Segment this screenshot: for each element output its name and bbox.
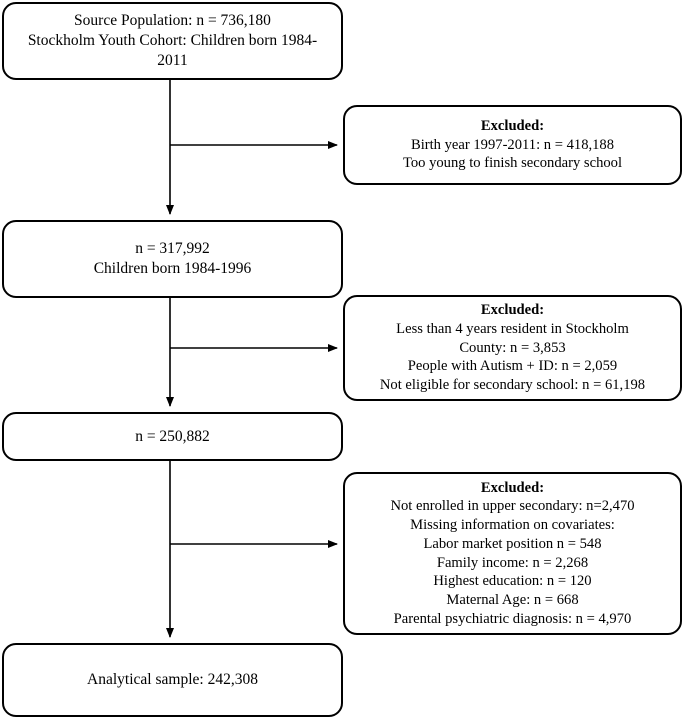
cohort-1984-1996-box: n = 317,992 Children born 1984-1996 [2,220,343,298]
excluded-1-heading: Excluded: [480,117,545,134]
excluded-1-line-1: Birth year 1997-2011: n = 418,188 [410,136,615,153]
excluded-box-3: Excluded: Not enrolled in upper secondar… [343,472,682,635]
excluded-2-line-3: People with Autism + ID: n = 2,059 [407,358,618,375]
source-population-box: Source Population: n = 736,180 Stockholm… [2,2,343,80]
excluded-3-line-3: Labor market position n = 548 [423,535,602,552]
excluded-2-line-2: County: n = 3,853 [459,339,566,356]
excluded-1-line-2: Too young to finish secondary school [402,155,623,172]
excluded-3-line-6: Maternal Age: n = 668 [446,591,579,608]
remaining-sample-box: n = 250,882 [2,412,343,461]
excluded-2-line-4: Not eligible for secondary school: n = 6… [379,377,646,393]
remaining-line-1: n = 250,882 [135,427,210,445]
excluded-2-line-1: Less than 4 years resident in Stockholm [396,320,629,337]
excluded-3-heading: Excluded: [480,479,545,496]
excluded-3-line-1: Not enrolled in upper secondary: n=2,470 [390,498,635,515]
cohort-line-2: Children born 1984-1996 [93,260,252,277]
analytical-sample-line-1: Analytical sample: 242,308 [87,671,258,689]
excluded-3-line-5: Highest education: n = 120 [433,573,592,590]
analytical-sample-box: Analytical sample: 242,308 [2,643,343,717]
excluded-3-line-2: Missing information on covariates: [410,517,615,534]
excluded-2-heading: Excluded: [480,302,545,319]
excluded-box-1: Excluded: Birth year 1997-2011: n = 418,… [343,105,682,185]
source-population-line-2: Stockholm Youth Cohort: Children born 19… [27,32,318,69]
cohort-line-1: n = 317,992 [135,240,210,258]
excluded-box-2: Excluded: Less than 4 years resident in … [343,295,682,401]
excluded-3-line-7: Parental psychiatric diagnosis: n = 4,97… [393,610,632,627]
source-population-line-1: Source Population: n = 736,180 [74,12,271,30]
excluded-3-line-4: Family income: n = 2,268 [436,554,589,571]
